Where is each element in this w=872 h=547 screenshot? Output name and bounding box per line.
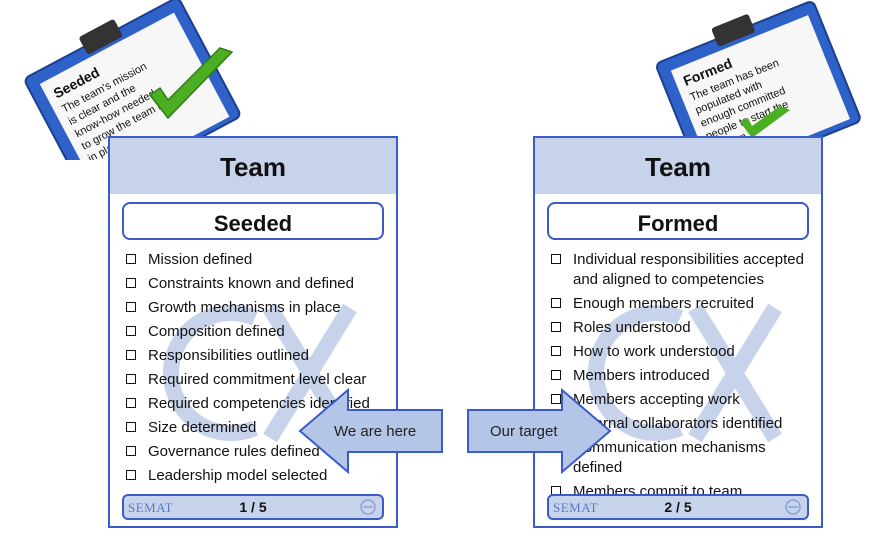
checkbox-icon[interactable] [126, 374, 136, 384]
checkbox-icon[interactable] [126, 398, 136, 408]
checkbox-icon[interactable] [126, 254, 136, 264]
our-target-label: Our target [490, 423, 558, 440]
checklist-item[interactable]: Constraints known and defined [126, 274, 388, 294]
checkbox-icon[interactable] [551, 346, 561, 356]
formed-clipboard-icon: Formed The team has been populated with … [656, 1, 861, 150]
card-footer: SEMAT 2 / 5 [547, 494, 809, 520]
checklist-item[interactable]: Members accepting work [551, 390, 813, 410]
checklist-item[interactable]: Mission defined [126, 250, 388, 270]
our-target-arrow [467, 388, 612, 474]
checklist: Mission defined Constraints known and de… [126, 250, 388, 490]
checklist-item[interactable]: Members introduced [551, 366, 813, 386]
state-name: Seeded [213, 211, 293, 236]
checkbox-icon[interactable] [126, 326, 136, 336]
checkbox-icon[interactable] [126, 470, 136, 480]
page-number: 2 / 5 [664, 499, 692, 515]
state-name-box: Formed [547, 202, 809, 240]
checklist-item[interactable]: Communication mechanisms defined [551, 438, 813, 478]
checklist-item[interactable]: Leadership model selected [126, 466, 388, 486]
card-header: Team [535, 138, 821, 194]
state-name-box: Seeded [122, 202, 384, 240]
checklist-item[interactable]: Required competencies identified [126, 394, 388, 414]
checklist-item[interactable]: Required commitment level clear [126, 370, 388, 390]
checklist-item[interactable]: Roles understood [551, 318, 813, 338]
checklist-item[interactable]: Individual responsibilities accepted and… [551, 250, 813, 290]
checkbox-icon[interactable] [551, 370, 561, 380]
checkbox-icon[interactable] [126, 422, 136, 432]
page-number: 1 / 5 [239, 499, 267, 515]
we-are-here-label: We are here [334, 423, 417, 440]
checklist: Individual responsibilities accepted and… [551, 250, 813, 506]
checkbox-icon[interactable] [126, 350, 136, 360]
alpha-title: Team [220, 152, 286, 182]
formed-state-card: Team Formed Individual responsibilities … [533, 136, 823, 528]
checkbox-icon[interactable] [551, 298, 561, 308]
alpha-icon [360, 499, 376, 515]
we-are-here-arrow [298, 388, 443, 474]
card-header: Team [110, 138, 396, 194]
checklist-item[interactable]: Governance rules defined [126, 442, 388, 462]
checkbox-icon[interactable] [551, 254, 561, 264]
checkbox-icon[interactable] [126, 278, 136, 288]
seeded-state-card: Team Seeded Mission defined Constraints … [108, 136, 398, 528]
watermark-icon [588, 303, 782, 443]
state-name: Formed [637, 211, 719, 236]
checkbox-icon[interactable] [126, 302, 136, 312]
alpha-title: Team [645, 152, 711, 182]
checkbox-icon[interactable] [551, 322, 561, 332]
checklist-item[interactable]: Growth mechanisms in place [126, 298, 388, 318]
semat-logo: SEMAT [553, 500, 599, 515]
seeded-clipboard-icon: Seeded The team's mission is clear and t… [24, 0, 241, 160]
checkbox-icon[interactable] [126, 446, 136, 456]
card-footer: SEMAT 1 / 5 [122, 494, 384, 520]
checklist-item[interactable]: Composition defined [126, 322, 388, 342]
checkbox-icon[interactable] [551, 394, 561, 404]
checklist-item[interactable]: Enough members recruited [551, 294, 813, 314]
checklist-item[interactable]: How to work understood [551, 342, 813, 362]
semat-logo: SEMAT [128, 500, 174, 515]
alpha-icon [785, 499, 801, 515]
checklist-item[interactable]: Responsibilities outlined [126, 346, 388, 366]
checklist-item[interactable]: Size determined [126, 418, 388, 438]
